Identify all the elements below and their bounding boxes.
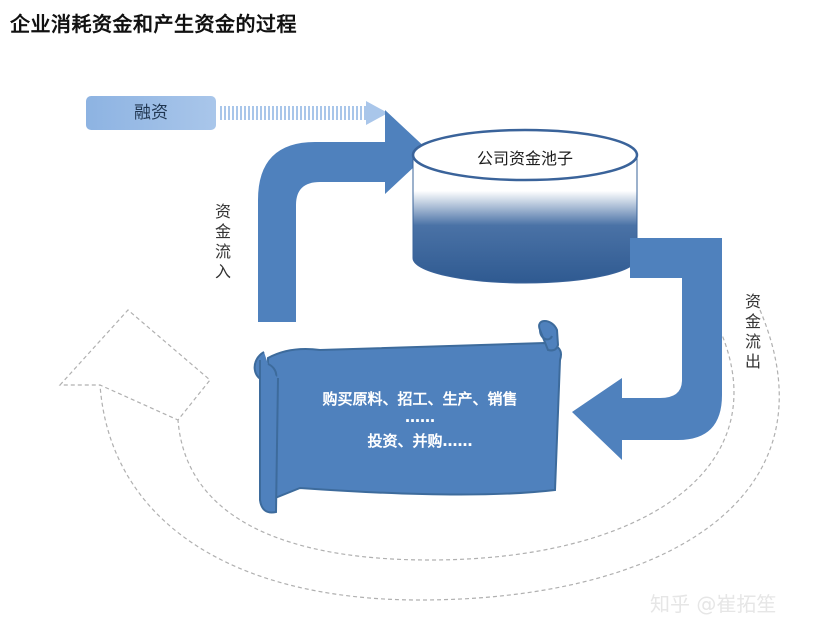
inflow-arrow [258, 110, 430, 322]
fund-pool-label: 公司资金池子 [476, 149, 573, 168]
inflow-label: 资金流入 [214, 202, 231, 281]
financing-arrow [220, 101, 388, 125]
financing-box [86, 96, 216, 130]
scroll-line-3: 投资、并购…… [367, 432, 473, 450]
page-title: 企业消耗资金和产生资金的过程 [10, 12, 297, 36]
cycle-dashed-arrow [58, 309, 780, 601]
financing-label: 融资 [134, 103, 168, 123]
activities-scroll [253, 320, 562, 514]
outflow-arrow [572, 238, 722, 460]
fund-pool-cylinder [411, 128, 639, 284]
watermark: 知乎 @崔拓笙 [650, 592, 777, 616]
outflow-label: 资金流出 [744, 292, 761, 371]
scroll-line-2: …… [405, 408, 435, 426]
scroll-line-1: 购买原料、招工、生产、销售 [322, 390, 518, 408]
